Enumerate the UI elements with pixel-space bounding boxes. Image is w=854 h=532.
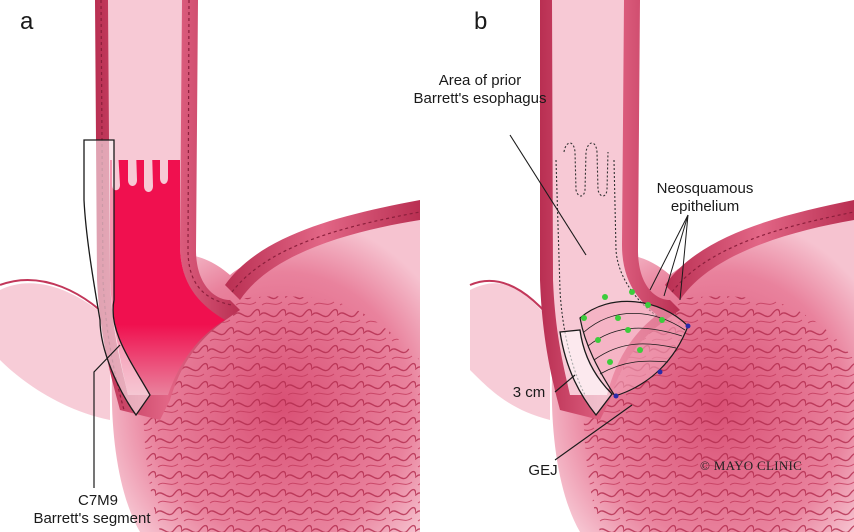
prior-area-label-line1: Area of prior xyxy=(390,72,570,90)
panel-a xyxy=(0,0,420,532)
panel-letter-b: b xyxy=(474,8,487,36)
length-label: 3 cm xyxy=(504,384,554,402)
gej-label: GEJ xyxy=(518,462,568,480)
segment-code-label: C7M9 xyxy=(38,492,158,510)
neosquamous-label-line1: Neosquamous xyxy=(640,180,770,198)
copyright-mark: © MAYO CLINIC xyxy=(700,458,802,474)
segment-name-label: Barrett's segment xyxy=(2,510,182,528)
neosquamous-label-line2: epithelium xyxy=(640,198,770,216)
prior-area-label-line2: Barrett's esophagus xyxy=(380,90,580,108)
panel-letter-a: a xyxy=(20,8,33,36)
